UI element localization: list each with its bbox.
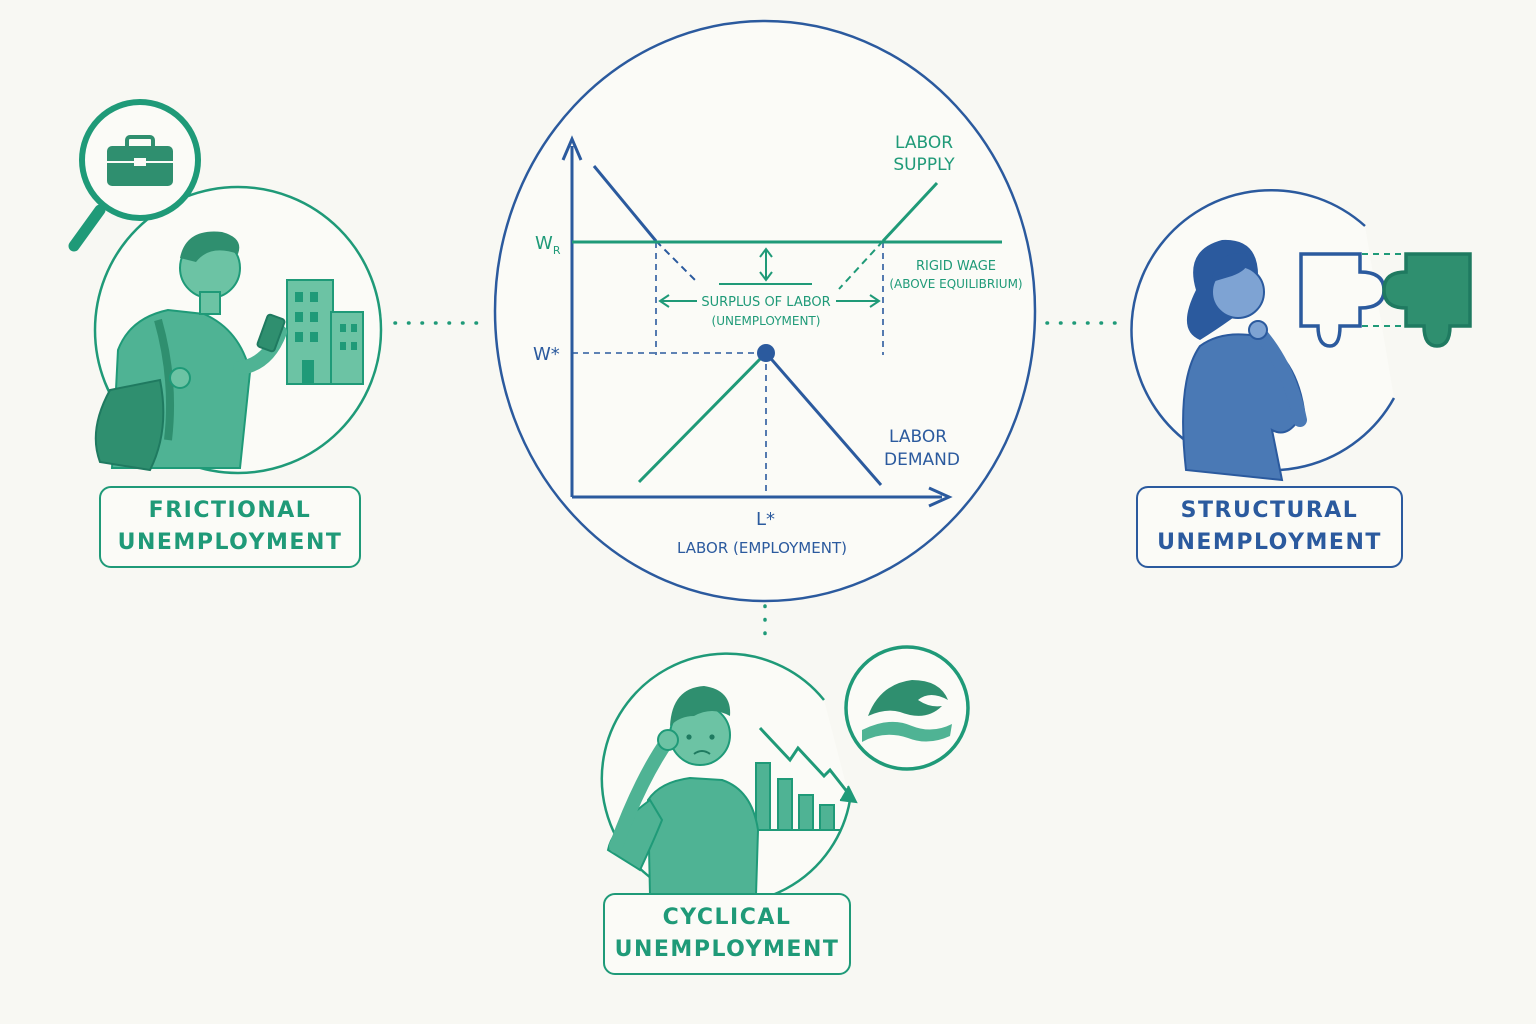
surplus-arrows (658, 294, 881, 308)
rigid-wage-axis-label: WR (535, 233, 561, 257)
supply-dashed-segment (838, 240, 884, 290)
labor-supply-curve (637, 351, 768, 484)
labor-supply-curve-upper (881, 181, 939, 243)
job-seeker-figure (94, 231, 287, 472)
equilibrium-wage-label: W* (533, 344, 560, 365)
frictional-illustration (68, 99, 383, 475)
structural-label-line2: UNEMPLOYMENT (1157, 530, 1382, 555)
surplus-label-line1: SURPLUS OF LABOR (701, 295, 830, 310)
labor-demand-curve (592, 165, 658, 242)
frictional-label: FRICTIONAL UNEMPLOYMENT (99, 486, 361, 568)
declining-bar-chart-icon (752, 726, 858, 831)
rigid-wage-label-line2: (ABOVE EQUILIBRIUM) (889, 277, 1022, 291)
labor-demand-label-line2: DEMAND (884, 450, 960, 470)
labor-supply-label-line2: SUPPLY (893, 155, 955, 175)
wage-gap-arrow (719, 247, 812, 285)
structural-illustration (1130, 189, 1472, 482)
demand-dashed-segment (655, 240, 699, 284)
thinking-woman-figure (1182, 239, 1307, 482)
x-axis-title: LABOR (EMPLOYMENT) (677, 539, 847, 557)
briefcase-icon (107, 135, 173, 186)
equilibrium-quantity-label: L* (756, 509, 775, 530)
labor-supply-label-line1: LABOR (895, 133, 953, 153)
worried-man-figure (606, 686, 760, 896)
surplus-label-line2: (UNEMPLOYMENT) (712, 314, 821, 328)
equilibrium-point (757, 344, 775, 362)
puzzle-icon (1299, 252, 1472, 348)
magnifier-icon (68, 99, 201, 252)
labor-market-graph: WR W* L* LABOR (EMPLOYMENT) LABOR SUPPLY… (493, 19, 1037, 603)
frictional-label-line1: FRICTIONAL (148, 498, 312, 523)
phone-icon (256, 313, 286, 353)
x-axis-arrow (928, 486, 953, 508)
rigid-wage-label-line1: RIGID WAGE (916, 259, 996, 274)
connectors (393, 321, 1127, 642)
cyclical-label-line2: UNEMPLOYMENT (614, 937, 840, 962)
cyclical-illustration (600, 645, 970, 905)
cyclical-label: CYCLICAL UNEMPLOYMENT (603, 893, 851, 975)
frictional-label-line2: UNEMPLOYMENT (117, 530, 343, 555)
structural-label-line1: STRUCTURAL (1180, 498, 1359, 523)
graph-circle (493, 19, 1037, 603)
structural-label: STRUCTURAL UNEMPLOYMENT (1136, 486, 1403, 568)
wave-icon (844, 645, 970, 771)
labor-demand-curve-lower (764, 352, 883, 486)
labor-demand-label-line1: LABOR (889, 427, 947, 447)
cyclical-label-line1: CYCLICAL (662, 905, 792, 930)
y-axis-arrow (561, 135, 583, 161)
